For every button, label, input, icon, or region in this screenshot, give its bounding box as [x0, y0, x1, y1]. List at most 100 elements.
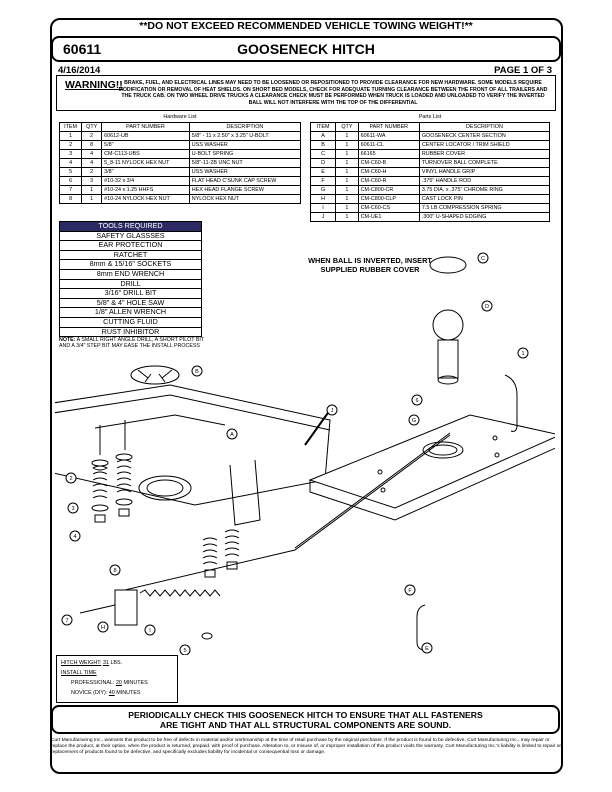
title-bar: 60611 GOOSENECK HITCH: [51, 36, 561, 62]
parts-cell: H: [309, 194, 337, 204]
parts-cell: CM-C60-B: [357, 158, 420, 168]
parts-cell: 1: [335, 167, 359, 177]
parts-cell: RUBBER COVER: [418, 149, 551, 159]
parts-cell: 66165: [357, 149, 420, 159]
edging-drawing: [304, 409, 331, 446]
tool-item: 8mm & 15/16" SOCKETS: [59, 260, 202, 270]
hardware-cell: USS WASHER: [188, 167, 302, 177]
parts-column-header: DESCRIPTION: [418, 122, 551, 132]
exploded-diagram: C D 1 B A J 6 G 2 3 4 8 7 H I 5 F E: [55, 252, 555, 655]
hardware-cell: #10-32 x 3/4: [101, 176, 190, 186]
hardware-cell: 8: [58, 194, 83, 204]
professional-row: PROFESSIONAL: 20 MINUTES: [71, 680, 148, 686]
label-a: A: [226, 428, 238, 440]
label-e-text: E: [425, 646, 429, 652]
label-c: C: [477, 252, 489, 264]
u-bolt-springs-drawing: [91, 420, 240, 578]
parts-cell: 1: [335, 185, 359, 195]
warranty-text: Curt Manufacturing Inc., warrants this p…: [51, 738, 561, 755]
tool-item: RATCHET: [59, 250, 202, 261]
hardware-cell: CM-C113-UBS: [101, 149, 190, 159]
label-5-text: 5: [183, 648, 186, 654]
parts-cell: 7.5 LB COMPRESSION SPRING: [418, 203, 551, 213]
label-i: I: [144, 624, 156, 636]
hardware-cell: 6: [58, 176, 83, 186]
install-specs-box: HITCH WEIGHT: 31 LBS. INSTALL TIME PROFE…: [56, 655, 178, 703]
hardware-cell: 2: [81, 131, 103, 141]
parts-cell: 1: [335, 203, 359, 213]
install-time-label: INSTALL TIME: [61, 670, 97, 676]
parts-caption: Parts List: [418, 114, 442, 120]
hardware-cell: 5: [58, 167, 83, 177]
hardware-cell: #10-24 NYLOCK HEX NUT: [101, 194, 190, 204]
towing-weight-warning: **DO NOT EXCEED RECOMMENDED VEHICLE TOWI…: [139, 20, 473, 32]
label-h-text: H: [101, 625, 105, 631]
hardware-cell: 3: [81, 176, 103, 186]
rubber-cover-callout: WHEN BALL IS INVERTED, INSERT SUPPLIED R…: [308, 256, 432, 274]
label-f-text: F: [408, 588, 412, 594]
bed-plate-drawing: [308, 414, 555, 521]
novice-minutes: MINUTES: [116, 690, 141, 696]
parts-cell: 1: [335, 194, 359, 204]
hardware-cell: 5/8" - 11 x 2.50" x 3.25" U-BOLT: [188, 131, 302, 141]
novice-label: NOVICE (DIY):: [71, 690, 108, 696]
parts-cell: CM-C60-R: [357, 176, 420, 186]
hardware-cell: 5/8": [101, 140, 190, 150]
label-d: D: [481, 300, 493, 312]
label-b: B: [191, 365, 203, 377]
label-8-text: 8: [113, 568, 116, 574]
label-2: 2: [65, 472, 77, 484]
hardware-column-header: DESCRIPTION: [188, 122, 302, 132]
hardware-cell: 7: [58, 185, 83, 195]
page-indicator: PAGE 1 OF 3: [494, 65, 552, 76]
document-date: 4/16/2014: [58, 65, 101, 76]
hardware-cell: 60612-UB: [101, 131, 190, 141]
parts-cell: I: [309, 203, 337, 213]
tool-item: 1/8" ALLEN WRENCH: [59, 308, 202, 318]
center-locator-drawing: [130, 365, 180, 385]
note-label: NOTE:: [59, 337, 76, 343]
hardware-cell: 5_8-11 NYLOCK HEX NUT: [101, 158, 190, 168]
label-4: 4: [69, 530, 81, 542]
parts-cell: 1: [335, 176, 359, 186]
hardware-cell: U-BOLT SPRING: [188, 149, 302, 159]
parts-cell: CAST LOCK PIN: [418, 194, 551, 204]
hitch-weight-unit: LBS.: [110, 660, 123, 666]
install-note: NOTE: A SMALL RIGHT ANGLE DRILL, A SHORT…: [59, 337, 209, 349]
hardware-cell: 4: [81, 158, 103, 168]
label-h: H: [97, 621, 109, 633]
parts-cell: C: [309, 149, 337, 159]
label-7: 7: [61, 614, 73, 626]
label-f: F: [404, 584, 416, 596]
parts-cell: TURNOVER BALL COMPLETE: [418, 158, 551, 168]
parts-cell: J: [309, 212, 337, 222]
parts-cell: CM-C60-CS: [357, 203, 420, 213]
page-title: GOOSENECK HITCH: [237, 41, 375, 57]
hardware-cell: 8: [81, 140, 103, 150]
label-i-text: I: [149, 628, 151, 634]
parts-cell: 1: [335, 140, 359, 150]
hardware-cell: HEX HEAD FLANGE SCREW: [188, 185, 302, 195]
parts-cell: .375" HANDLE ROD: [418, 176, 551, 186]
hardware-cell: NYLOCK HEX NUT: [188, 194, 302, 204]
hardware-cell: 2: [58, 140, 83, 150]
hitch-weight-row: HITCH WEIGHT: 31 LBS.: [61, 660, 122, 666]
label-7-text: 7: [65, 618, 68, 624]
label-8: 8: [109, 564, 121, 576]
hardware-cell: 1: [81, 194, 103, 204]
tools-header: TOOLS REQUIRED: [59, 221, 202, 232]
parts-cell: GOOSENECK CENTER SECTION: [418, 131, 551, 141]
gooseneck-bracket-drawing: [55, 384, 331, 526]
hardware-column-header: ITEM: [58, 122, 83, 132]
parts-cell: E: [309, 167, 337, 177]
